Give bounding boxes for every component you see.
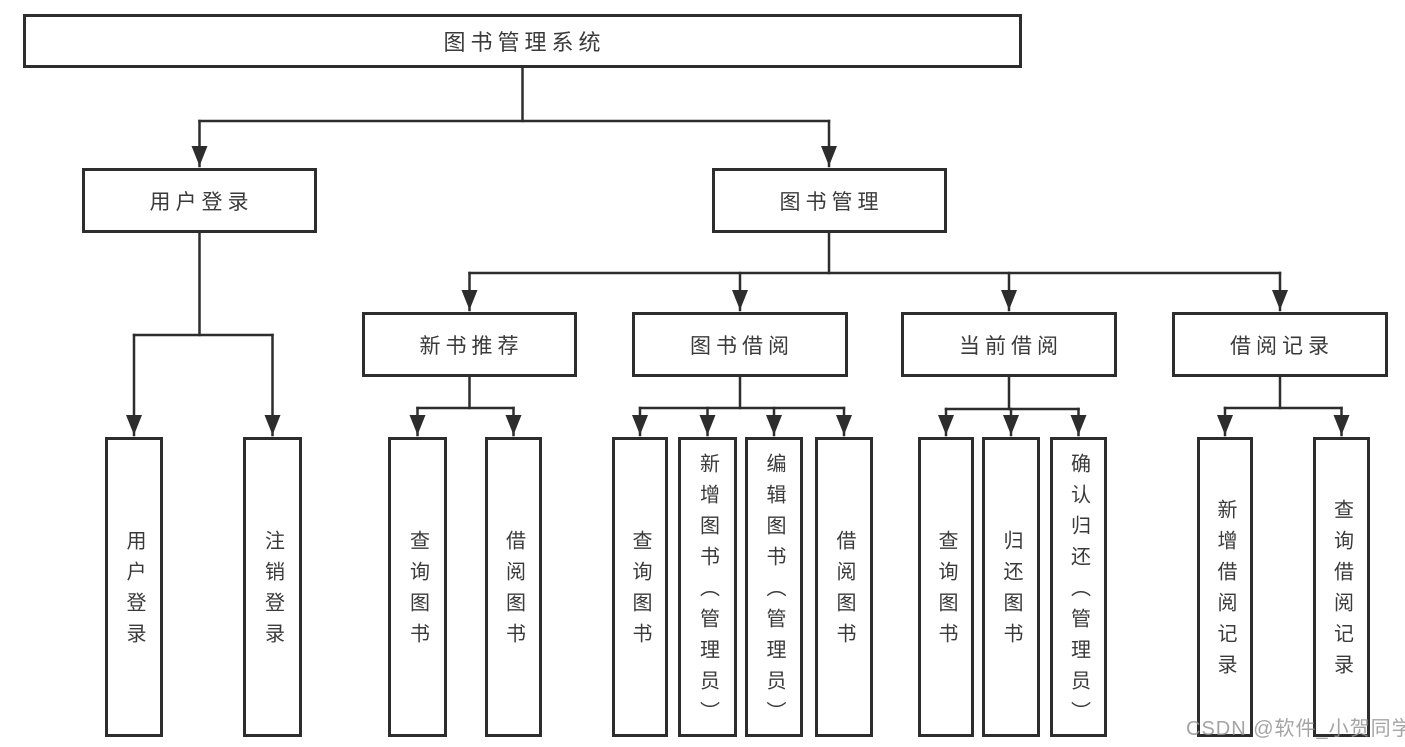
node-book-management: 图书管理: [712, 168, 947, 233]
node-new-book-recommend-label: 新书推荐: [419, 334, 524, 358]
leaf-newbook-query-book: 查询图书: [388, 437, 447, 737]
leaf-record-add-borrow-record: 新增借阅记录: [1197, 437, 1253, 737]
leaf-current-return-book-label: 归还图书: [1000, 530, 1022, 654]
leaf-record-query-borrow-record-label: 查询借阅记录: [1330, 499, 1353, 685]
node-book-management-label: 图书管理: [779, 190, 884, 214]
node-borrow-record: 借阅记录: [1172, 312, 1388, 377]
leaf-borrow-borrow-book-label: 借阅图书: [833, 530, 855, 654]
leaf-newbook-borrow-book-label: 借阅图书: [502, 530, 525, 654]
leaf-borrow-add-book-admin: 新增图书（管理员）: [678, 437, 737, 737]
node-current-borrow-label: 当前借阅: [959, 334, 1063, 358]
leaf-current-query-book-label: 查询图书: [935, 530, 957, 654]
node-root-label: 图书管理系统: [443, 30, 606, 55]
leaf-current-return-book: 归还图书: [982, 437, 1040, 737]
node-book-borrow-label: 图书借阅: [690, 334, 794, 358]
leaf-newbook-borrow-book: 借阅图书: [485, 437, 542, 737]
node-user-login-label: 用户登录: [149, 190, 254, 214]
leaf-borrow-edit-book-admin: 编辑图书（管理员）: [745, 437, 803, 737]
leaf-logout-login: 注销登录: [243, 437, 302, 737]
node-book-borrow: 图书借阅: [632, 312, 848, 377]
leaf-borrow-add-book-admin-label: 新增图书（管理员）: [696, 452, 719, 732]
leaf-logout-login-label: 注销登录: [261, 530, 284, 654]
leaf-current-confirm-return-admin: 确认归还（管理员）: [1050, 437, 1107, 737]
leaf-borrow-borrow-book: 借阅图书: [815, 437, 873, 737]
leaf-record-query-borrow-record: 查询借阅记录: [1313, 437, 1370, 737]
node-root-system: 图书管理系统: [23, 14, 1022, 68]
leaf-current-confirm-return-admin-label: 确认归还（管理员）: [1067, 452, 1090, 732]
node-current-borrow: 当前借阅: [901, 312, 1117, 377]
node-user-login: 用户登录: [82, 168, 317, 233]
leaf-borrow-query-book: 查询图书: [612, 437, 668, 737]
leaf-borrow-query-book-label: 查询图书: [629, 530, 651, 654]
leaf-newbook-query-book-label: 查询图书: [406, 530, 429, 654]
node-new-book-recommend: 新书推荐: [362, 312, 577, 377]
leaf-borrow-edit-book-admin-label: 编辑图书（管理员）: [763, 452, 785, 732]
csdn-watermark: CSDN @软件_小贺同学: [1186, 718, 1405, 740]
node-borrow-record-label: 借阅记录: [1230, 334, 1334, 358]
leaf-user-login-label: 用户登录: [123, 530, 145, 654]
leaf-record-add-borrow-record-label: 新增借阅记录: [1214, 499, 1236, 685]
leaf-user-login: 用户登录: [105, 437, 163, 737]
leaf-current-query-book: 查询图书: [918, 437, 974, 737]
